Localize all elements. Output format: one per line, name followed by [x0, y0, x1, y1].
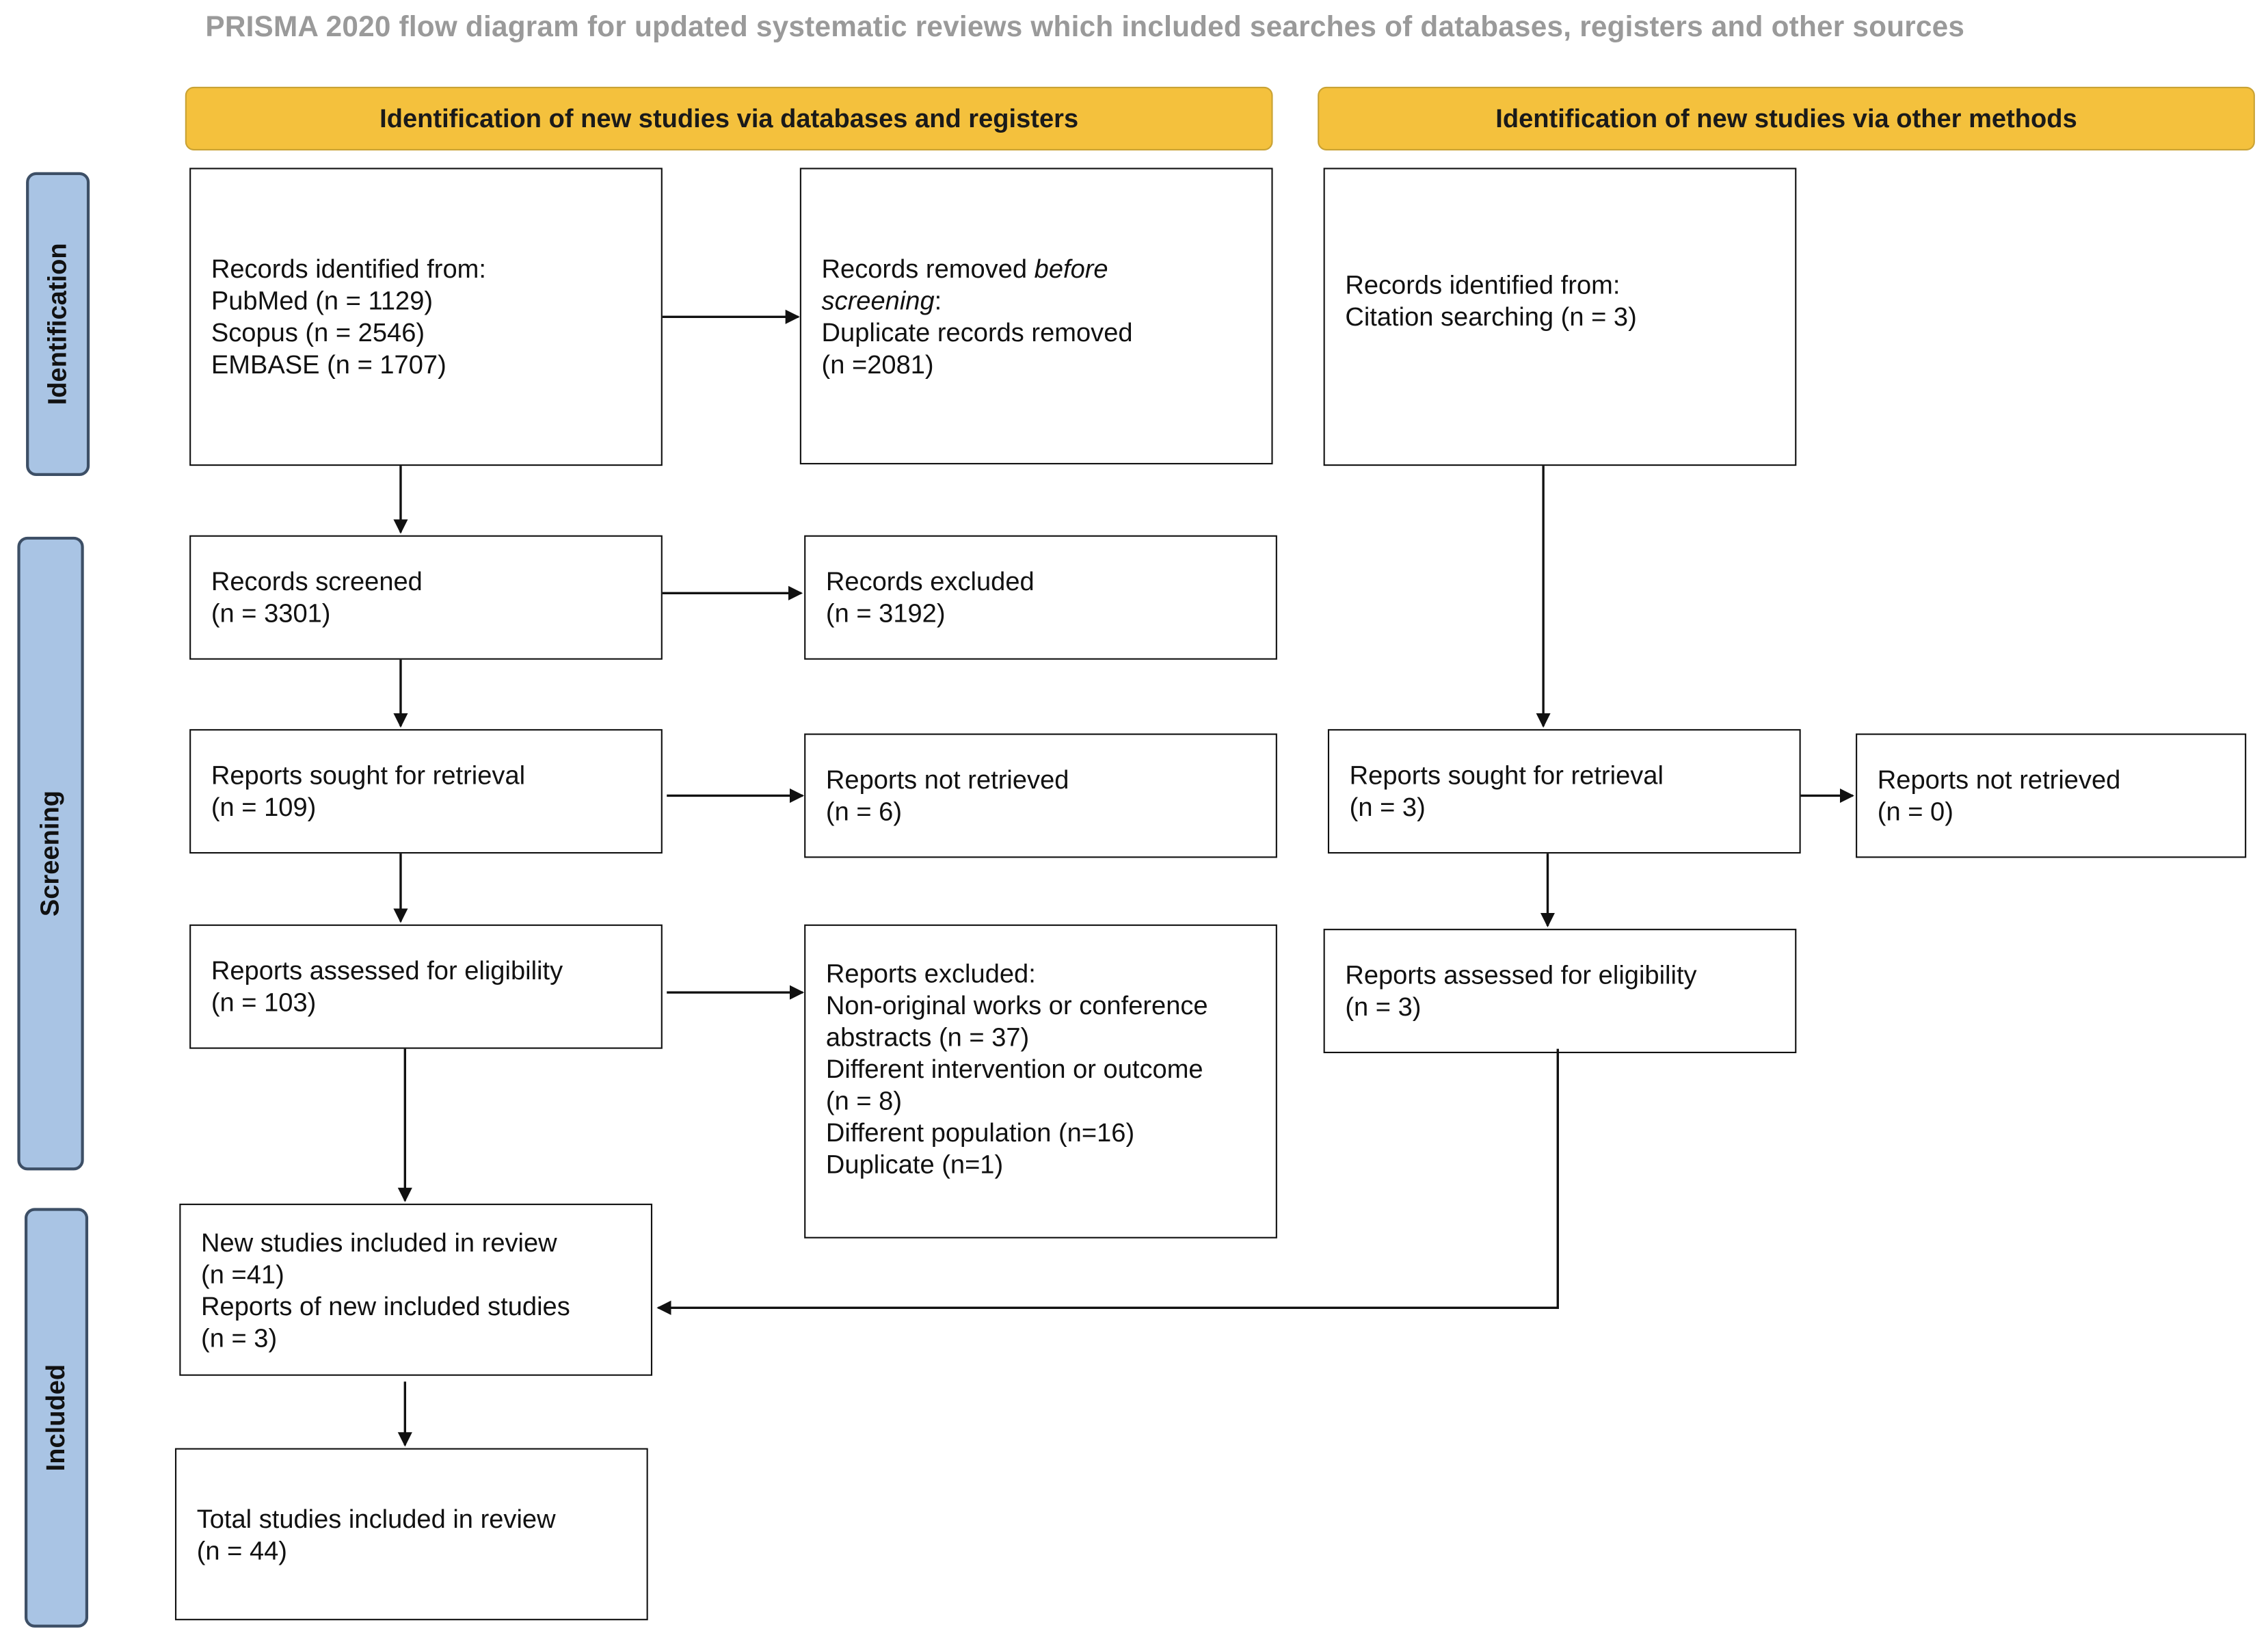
new-reports-label: Reports of new included studies — [201, 1290, 570, 1321]
records-identified-heading: Records identified from: — [211, 254, 486, 284]
other-reports-not-retrieved-label: Reports not retrieved — [1877, 765, 2121, 795]
reports-excluded-heading: Reports excluded: — [825, 959, 1036, 988]
new-studies-included-box: New studies included in review (n =41) R… — [179, 1204, 653, 1376]
records-screened-label: Records screened — [211, 567, 423, 596]
records-removed-heading-2: screening: — [821, 285, 942, 315]
records-screened-count: (n = 3301) — [211, 598, 331, 628]
reports-excluded-reason-2b: (n = 8) — [825, 1086, 903, 1115]
records-identified-pubmed: PubMed (n = 1129) — [211, 286, 433, 316]
arrow-other-assessed-to-included — [656, 1048, 1559, 1315]
reports-sought-label: Reports sought for retrieval — [211, 760, 526, 791]
other-reports-sought-label: Reports sought for retrieval — [1349, 760, 1664, 791]
reports-excluded-reason-1b: abstracts (n = 37) — [825, 1022, 1030, 1052]
records-identified-box: Records identified from: PubMed (n = 112… — [189, 168, 663, 466]
total-studies-count: (n = 44) — [196, 1535, 288, 1565]
reports-assessed-box: Reports assessed for eligibility (n = 10… — [189, 924, 663, 1049]
header-other-methods: Identification of new studies via other … — [1318, 86, 2255, 151]
records-excluded-label: Records excluded — [825, 567, 1035, 596]
other-records-heading: Records identified from: — [1345, 270, 1620, 300]
reports-excluded-reason-4: Duplicate (n=1) — [825, 1150, 1004, 1180]
phase-included: Included — [24, 1208, 89, 1628]
records-removed-box: Records removed before screening: Duplic… — [799, 168, 1273, 465]
reports-assessed-count: (n = 103) — [211, 988, 317, 1018]
reports-not-retrieved-count: (n = 6) — [825, 797, 903, 826]
records-removed-duplicates: Duplicate records removed — [821, 317, 1133, 347]
records-excluded-box: Records excluded (n = 3192) — [804, 535, 1277, 660]
reports-assessed-label: Reports assessed for eligibility — [211, 956, 563, 985]
total-studies-label: Total studies included in review — [196, 1503, 556, 1533]
reports-sought-box: Reports sought for retrieval (n = 109) — [189, 729, 663, 854]
other-records-identified-box: Records identified from: Citation search… — [1323, 168, 1797, 466]
header-databases: Identification of new studies via databa… — [185, 86, 1273, 151]
records-identified-scopus: Scopus (n = 2546) — [211, 318, 425, 347]
reports-excluded-reason-1a: Non-original works or conference — [825, 991, 1208, 1020]
other-reports-not-retrieved-box: Reports not retrieved (n = 0) — [1856, 733, 2247, 858]
records-identified-embase: EMBASE (n = 1707) — [211, 349, 446, 380]
reports-not-retrieved-box: Reports not retrieved (n = 6) — [804, 733, 1277, 858]
diagram-title: PRISMA 2020 flow diagram for updated sys… — [205, 11, 1965, 44]
records-excluded-count: (n = 3192) — [825, 598, 946, 628]
reports-excluded-reason-3: Different population (n=16) — [825, 1118, 1135, 1148]
records-screened-box: Records screened (n = 3301) — [189, 535, 663, 660]
records-removed-count: (n =2081) — [821, 349, 934, 379]
other-reports-assessed-count: (n = 3) — [1345, 992, 1422, 1022]
reports-excluded-box: Reports excluded: Non-original works or … — [804, 924, 1277, 1239]
other-reports-not-retrieved-count: (n = 0) — [1877, 797, 1953, 826]
other-reports-sought-box: Reports sought for retrieval (n = 3) — [1327, 729, 1801, 854]
reports-not-retrieved-label: Reports not retrieved — [825, 765, 1069, 795]
phase-screening: Screening — [17, 536, 84, 1171]
other-reports-assessed-box: Reports assessed for eligibility (n = 3) — [1323, 929, 1797, 1054]
phase-identification: Identification — [26, 172, 90, 476]
reports-excluded-reason-2a: Different intervention or outcome — [825, 1055, 1203, 1084]
new-studies-count: (n =41) — [201, 1259, 284, 1288]
other-reports-assessed-label: Reports assessed for eligibility — [1345, 960, 1697, 990]
other-records-citation: Citation searching (n = 3) — [1345, 302, 1637, 332]
reports-sought-count: (n = 109) — [211, 793, 317, 822]
new-studies-label: New studies included in review — [201, 1227, 557, 1257]
records-removed-heading: Records removed before — [821, 254, 1108, 283]
new-reports-count: (n = 3) — [201, 1323, 278, 1352]
total-studies-box: Total studies included in review (n = 44… — [174, 1448, 648, 1621]
other-reports-sought-count: (n = 3) — [1349, 793, 1426, 822]
